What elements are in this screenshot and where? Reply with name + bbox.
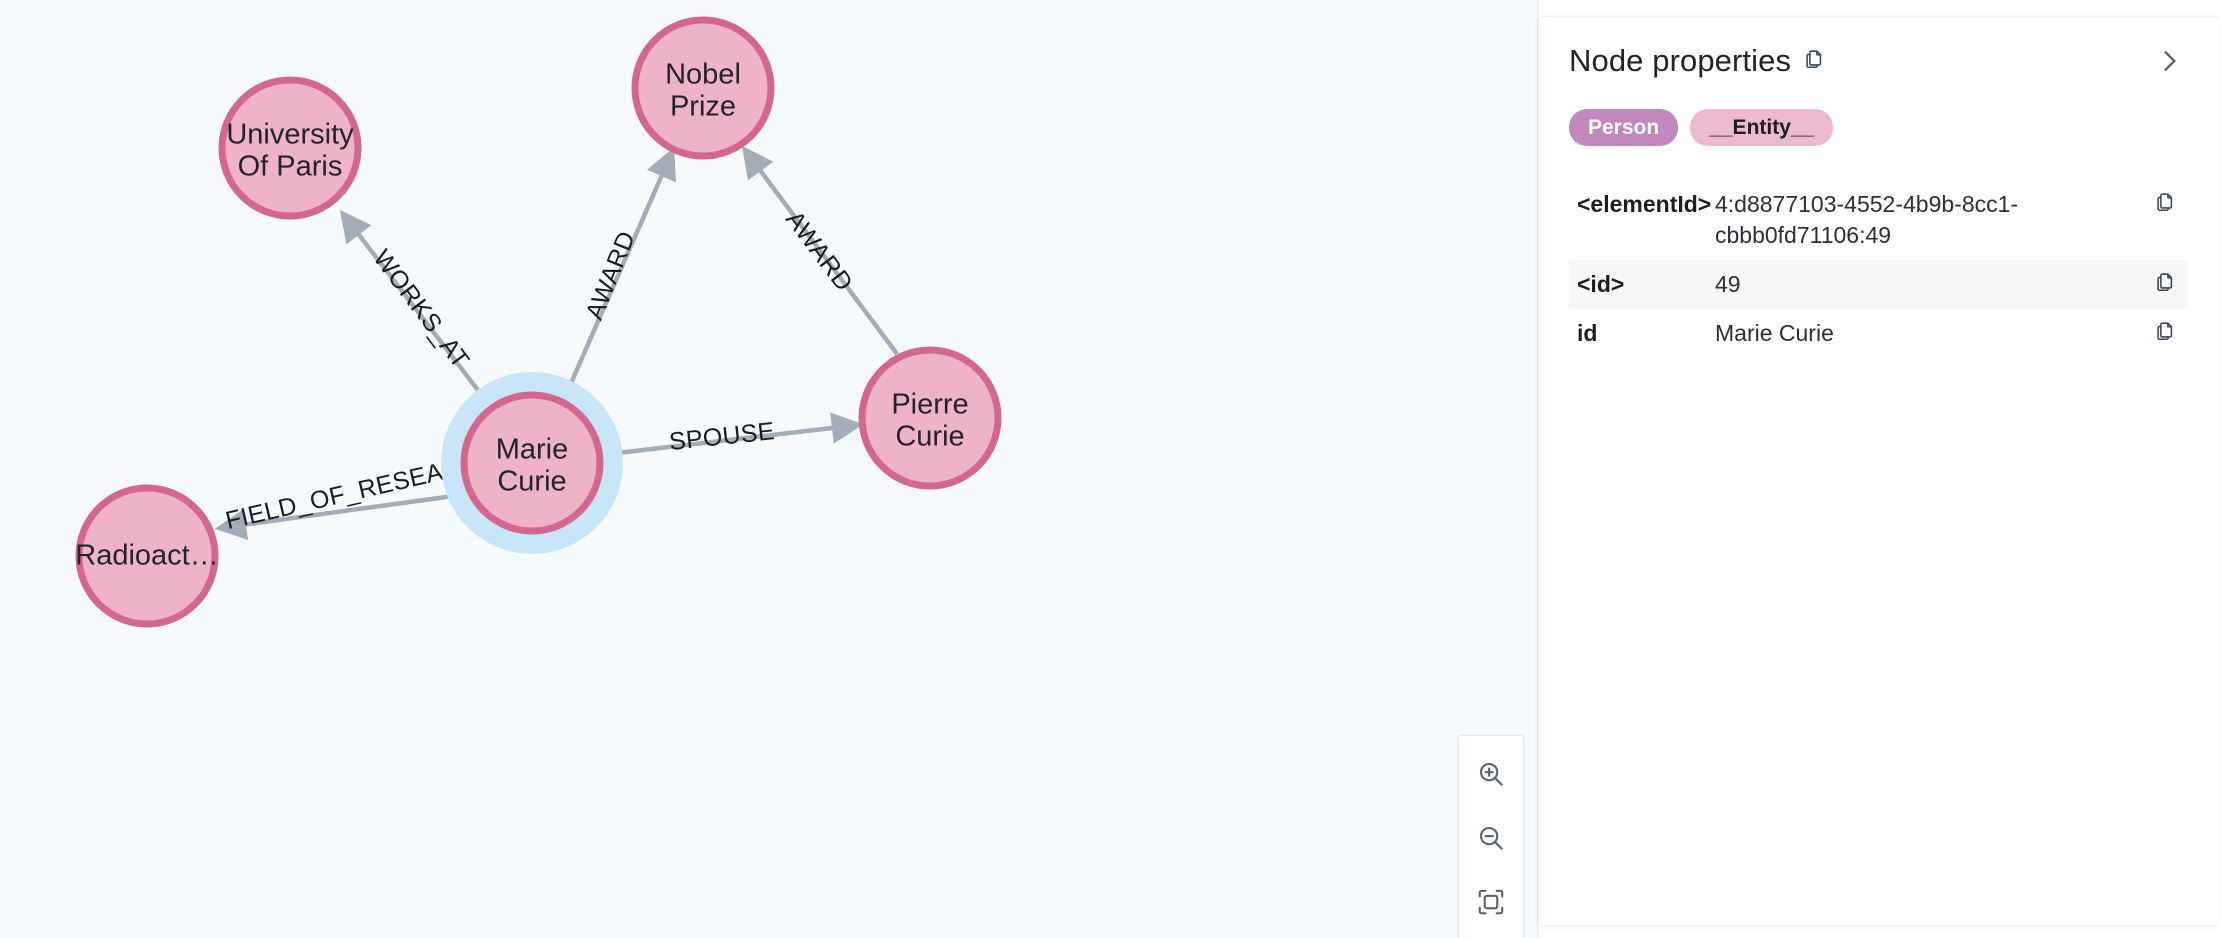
fit-to-screen-button[interactable] [1467,878,1515,926]
graph-node-pierre-curie[interactable]: Pierre Curie [858,346,1002,490]
node-label-line2: Prize [670,91,736,123]
copy-property-id-button[interactable] [2150,318,2180,347]
fit-to-screen-icon [1476,887,1506,917]
copy-icon [2154,191,2176,218]
table-row: <elementId> 4:d8877103-4552-4b9b-8cc1-cb… [1569,180,2188,260]
node-label-line1: University [226,119,354,151]
edge-spouse[interactable]: SPOUSE [599,412,864,458]
node-label-line2: Curie [497,466,566,498]
graph-canvas[interactable]: WORKS_AT AWARD AWARD SPOUSE FIELD_OF_RES… [0,0,1538,938]
copy-id-button[interactable] [2150,269,2180,298]
copy-icon [2154,271,2176,298]
node-label-line1: Marie [496,434,569,466]
graph-node-nobel-prize[interactable]: Nobel Prize [631,16,775,160]
node-shape [75,484,219,628]
copy-icon [2154,320,2176,347]
property-key: <id> [1577,271,1625,298]
panel-header: Node properties [1569,43,2188,83]
edge-award-pierre[interactable]: AWARD [741,145,899,356]
edge-field-of-research[interactable]: FIELD_OF_RESEA… [214,452,471,541]
page-title: Node properties [1569,43,1792,78]
zoom-in-icon [1476,759,1506,789]
edge-label-works-at: WORKS_AT [368,244,475,373]
panel-card: Node properties [1538,16,2218,926]
node-label-line2: Of Paris [238,151,343,183]
copy-elementid-button[interactable] [2150,189,2180,218]
edge-label-spouse: SPOUSE [668,417,776,456]
graph-visualization[interactable]: WORKS_AT AWARD AWARD SPOUSE FIELD_OF_RES… [0,0,1538,938]
edge-label-award-pierre: AWARD [780,206,858,297]
property-key: <elementId> [1577,191,1712,217]
panel-title-row: Node properties [1569,43,1825,79]
node-label-chip-entity[interactable]: __Entity__ [1690,109,1834,146]
node-label-line1: Pierre [891,389,968,421]
edge-works-at[interactable]: WORKS_AT [339,209,489,404]
property-value: 49 [1715,271,1741,298]
edge-line-award-marie [562,147,676,398]
edge-line-field-of-research [214,491,469,541]
node-label-line1: Radioact… [75,540,218,572]
edge-line-spouse [599,412,864,458]
node-labels-row: Person __Entity__ [1569,109,2188,146]
node-label-chip-person[interactable]: Person [1569,109,1679,146]
property-key: id [1577,320,1598,347]
chevron-right-icon [2157,44,2183,83]
edge-award-marie[interactable]: AWARD [562,147,676,398]
edge-line-award-pierre [741,145,899,356]
zoom-out-icon [1476,823,1506,853]
collapse-panel-button[interactable] [2150,43,2190,83]
graph-node-radioactivity[interactable]: Radioact… [75,484,219,628]
property-value: 4:d8877103-4552-4b9b-8cc1-cbbb0fd71106:4… [1715,191,2019,249]
graph-node-university-of-paris[interactable]: University Of Paris [218,76,362,220]
node-properties-panel: Node properties [1538,0,2232,938]
node-label-line2: Curie [895,421,964,453]
edge-label-field-of-research: FIELD_OF_RESEA… [223,452,471,535]
edge-label-award-marie: AWARD [580,227,641,323]
properties-table: <elementId> 4:d8877103-4552-4b9b-8cc1-cb… [1569,180,2188,358]
node-label-line1: Nobel [665,59,741,91]
graph-node-marie-curie[interactable]: Marie Curie [441,372,623,554]
edge-line-works-at [339,209,489,404]
copy-all-properties-icon[interactable] [1803,48,1825,75]
table-row: id Marie Curie [1569,309,2188,358]
zoom-in-button[interactable] [1467,750,1515,798]
node-shape [631,16,775,160]
zoom-controls-panel [1458,735,1524,938]
node-shape [858,346,1002,490]
zoom-out-button[interactable] [1467,814,1515,862]
node-shape [460,391,604,535]
property-value: Marie Curie [1715,320,1834,347]
table-row: <id> 49 [1569,260,2188,310]
node-shape [218,76,362,220]
